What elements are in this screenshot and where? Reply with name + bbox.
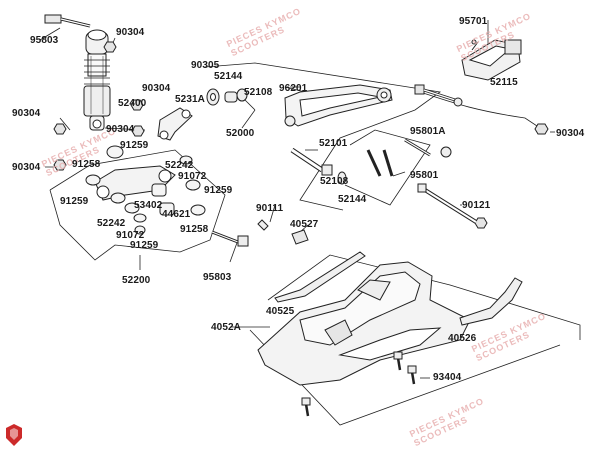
part-label: 90111 — [256, 203, 284, 214]
part-label: 95701 — [459, 16, 488, 27]
clips — [258, 220, 308, 244]
dogbone-rings — [86, 146, 205, 234]
part-label: 52115 — [490, 77, 518, 88]
part-label: 91259 — [130, 240, 159, 251]
part-label: 90121 — [462, 200, 491, 211]
part-label: 52101 — [319, 138, 348, 149]
part-label: 90304 — [116, 27, 145, 38]
part-label: 91259 — [120, 140, 149, 151]
part-label: 52144 — [338, 194, 367, 205]
part-label: 95801A — [410, 126, 446, 137]
part-label: 90305 — [191, 60, 220, 71]
nuts-90304 — [54, 42, 548, 228]
bolt-95801a — [415, 85, 462, 106]
part-label: 4052A — [211, 322, 241, 333]
bushing-set-top — [207, 89, 247, 105]
part-label: 52000 — [226, 128, 255, 139]
under-cover — [258, 262, 470, 385]
side-bracket-right — [460, 278, 522, 325]
part-label: 53402 — [134, 200, 163, 211]
part-label: 91259 — [60, 196, 89, 207]
part-label: 40527 — [290, 219, 319, 230]
side-bracket-left — [275, 252, 365, 302]
part-label: 90304 — [12, 108, 41, 119]
part-label: 52108 — [244, 87, 273, 98]
part-label: 91258 — [180, 224, 209, 235]
engine-hanger — [285, 85, 392, 126]
long-bolt-90121 — [418, 184, 476, 222]
part-label: 5231A — [175, 94, 205, 105]
part-label: 52242 — [97, 218, 126, 229]
brand-logo — [6, 424, 22, 446]
part-label: 91258 — [72, 159, 101, 170]
part-label: 95801 — [410, 170, 439, 181]
bolts-95801 — [368, 140, 451, 176]
part-label: 52144 — [214, 71, 243, 82]
part-label: 95803 — [30, 35, 59, 46]
part-label: 91072 — [178, 171, 207, 182]
part-label: 91259 — [204, 185, 233, 196]
part-label: 52242 — [165, 160, 194, 171]
part-label: 40525 — [266, 306, 295, 317]
part-label: 52400 — [118, 98, 147, 109]
part-label: 93404 — [433, 372, 462, 383]
part-label: 90304 — [556, 128, 585, 139]
bolt-95803-top — [45, 15, 90, 26]
part-label: 96201 — [279, 83, 308, 94]
part-label: 91072 — [116, 230, 145, 241]
part-label: 90304 — [12, 162, 41, 173]
part-label: 52200 — [122, 275, 151, 286]
part-label: 90304 — [142, 83, 171, 94]
dogbone-link — [95, 166, 175, 200]
link-arm — [158, 108, 192, 140]
part-label: 95803 — [203, 272, 232, 283]
part-label: 52108 — [320, 176, 349, 187]
part-label: 40526 — [448, 333, 477, 344]
pivot-shaft — [292, 150, 346, 184]
bolts-93404 — [302, 352, 416, 416]
shock-absorber — [84, 30, 110, 130]
part-label: 90304 — [106, 124, 135, 135]
bolt-95803-bottom — [212, 232, 248, 246]
bracket-52115 — [462, 40, 521, 80]
part-label: 44621 — [162, 209, 191, 220]
